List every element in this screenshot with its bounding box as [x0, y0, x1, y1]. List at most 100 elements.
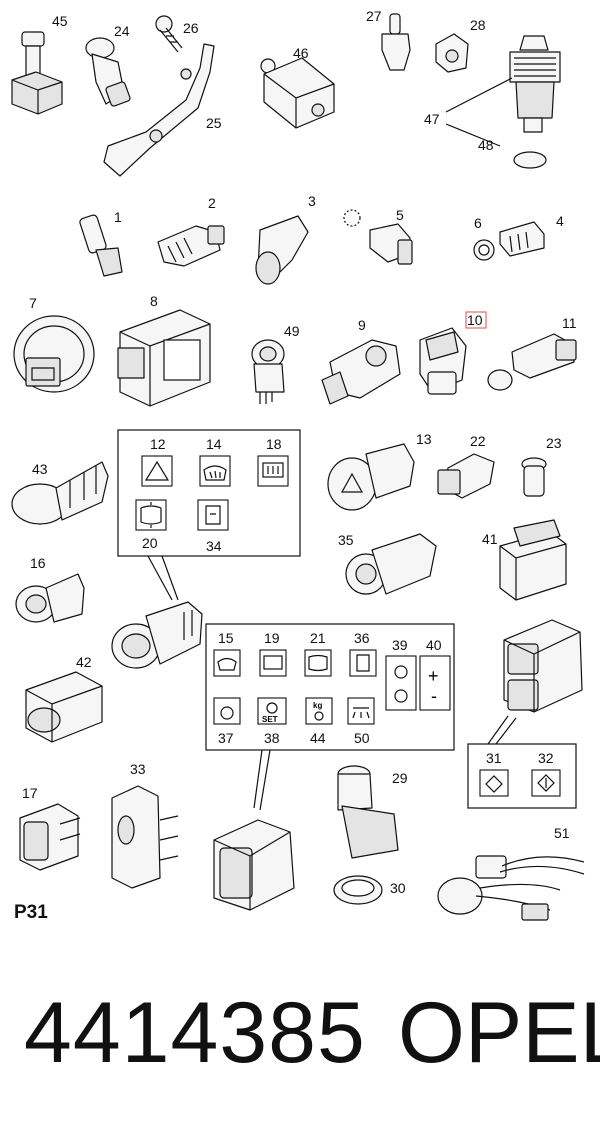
part-1-illustration [79, 214, 123, 277]
switch-group-box-1 [117, 429, 301, 557]
callout-14: 14 [206, 436, 222, 452]
switch-assembly-1 [111, 601, 203, 669]
part-35-illustration [345, 533, 437, 595]
callout-7: 7 [29, 295, 37, 311]
callout-22: 22 [470, 433, 486, 449]
level-up-icon [479, 769, 509, 797]
part-2-illustration [157, 225, 225, 267]
speed-icon [213, 697, 241, 725]
callout-42: 42 [76, 654, 92, 670]
dimmer-icon [385, 655, 417, 711]
leader-box-1 [147, 555, 179, 601]
callout-38: 38 [264, 730, 280, 746]
part-43-illustration [11, 461, 109, 525]
callout-33: 33 [130, 761, 146, 777]
part-49-illustration [251, 339, 285, 404]
part-3-illustration [255, 215, 309, 285]
level-icon-2 [304, 649, 332, 677]
callout-20: 20 [142, 535, 158, 551]
callout-45: 45 [52, 13, 68, 29]
callout-29: 29 [392, 770, 408, 786]
part-13-illustration [327, 443, 415, 511]
callout-47: 47 [424, 111, 440, 127]
callout-6: 6 [474, 215, 482, 231]
callout-17: 17 [22, 785, 38, 801]
kg-glyph: kg [313, 701, 322, 710]
part-30-illustration [333, 875, 383, 905]
rear-window-heat-icon-2 [259, 649, 287, 677]
part-48-illustration [513, 151, 547, 169]
part-number: 4414385 [24, 985, 366, 1081]
callout-4: 4 [556, 213, 564, 229]
lamp-icon [347, 697, 375, 725]
windscreen-heat-icon-2 [213, 649, 241, 677]
callout-19: 19 [264, 630, 280, 646]
load-kg-icon: kg [305, 697, 333, 725]
part-24-illustration [85, 37, 131, 107]
callout-28: 28 [470, 17, 486, 33]
callout-23: 23 [546, 435, 562, 451]
callout-48: 48 [478, 137, 494, 153]
level-updown-icon [531, 769, 561, 797]
callout-16: 16 [30, 555, 46, 571]
callout-49: 49 [284, 323, 300, 339]
callout-25: 25 [206, 115, 222, 131]
callout-1: 1 [114, 209, 122, 225]
set-glyph: SET [262, 715, 278, 724]
part-16-illustration [15, 573, 85, 623]
switch-group-box-2 [205, 623, 455, 751]
part-9-illustration [321, 339, 401, 405]
brand-name: OPEL [398, 985, 600, 1081]
part-42-illustration [25, 671, 103, 743]
level-icon [135, 499, 167, 531]
callout-8: 8 [150, 293, 158, 309]
part-11-illustration [487, 333, 577, 391]
callout-9: 9 [358, 317, 366, 333]
part-4-illustration [499, 221, 545, 257]
callout-36: 36 [354, 630, 370, 646]
part-17-illustration [19, 803, 81, 871]
callout-35: 35 [338, 532, 354, 548]
part-47-illustration [509, 35, 561, 133]
callout-2: 2 [208, 195, 216, 211]
fuel-door-icon [197, 499, 229, 531]
speed-set-icon: SET [257, 697, 287, 725]
switch-assembly-3 [213, 819, 295, 911]
part-46-illustration [260, 57, 335, 129]
callout-50: 50 [354, 730, 370, 746]
callout-39: 39 [392, 637, 408, 653]
part-10-illustration [419, 327, 467, 395]
callout-31: 31 [486, 750, 502, 766]
callout-27: 27 [366, 8, 382, 24]
minus-glyph: - [431, 686, 437, 706]
seal-illustration [343, 209, 361, 227]
switch-assembly-2 [503, 619, 583, 713]
part-7-illustration [13, 315, 95, 393]
windscreen-heat-icon [199, 455, 231, 487]
callout-5: 5 [396, 207, 404, 223]
part-8-illustration [117, 309, 211, 407]
part-29-illustration [337, 765, 399, 859]
part-45-illustration [11, 31, 63, 115]
rear-window-heat-icon [257, 455, 289, 487]
callout-18: 18 [266, 436, 282, 452]
part-5-illustration [369, 223, 413, 265]
part-22-illustration [437, 453, 495, 499]
sheet-label: P31 [14, 902, 48, 923]
callout-40: 40 [426, 637, 442, 653]
part-51-illustration [437, 855, 585, 921]
plus-minus-icon: + - [419, 655, 451, 711]
part-33-illustration [111, 785, 179, 889]
callout-43: 43 [32, 461, 48, 477]
callout-21: 21 [310, 630, 326, 646]
leader-47 [445, 77, 513, 147]
callout-10-highlight [465, 311, 487, 329]
callout-10: 10 [467, 312, 483, 328]
part-41-illustration [499, 519, 567, 601]
plus-glyph: + [428, 666, 439, 686]
callout-11: 11 [562, 315, 577, 331]
part-27-illustration [381, 13, 411, 71]
callout-15: 15 [218, 630, 234, 646]
callout-3: 3 [308, 193, 316, 209]
